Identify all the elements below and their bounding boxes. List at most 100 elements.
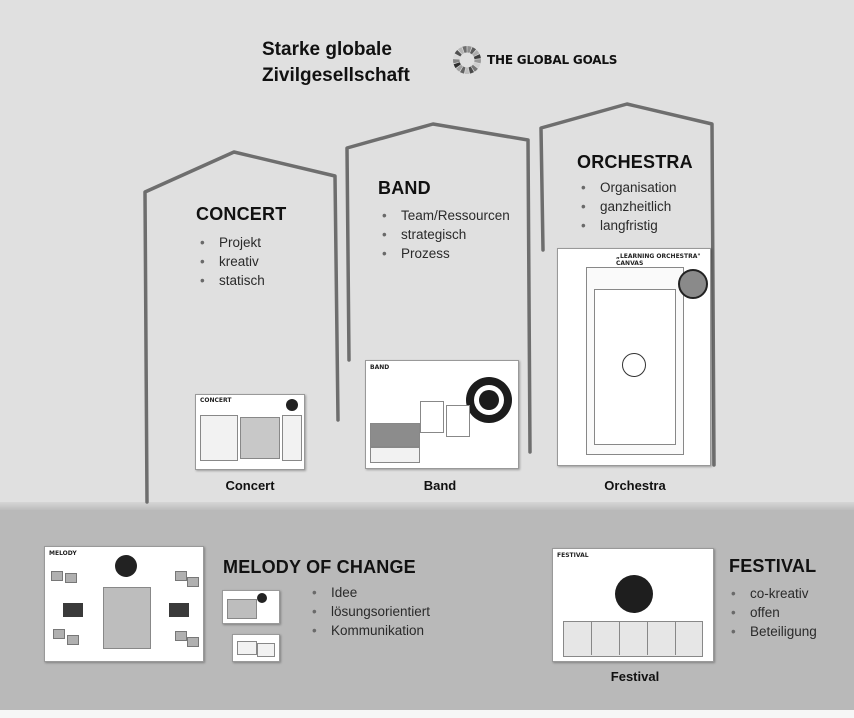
goals-wheel-segment (456, 64, 463, 72)
band-canvas-card (420, 401, 444, 433)
melody-heading: MELODY OF CHANGE (223, 557, 416, 577)
concert-caption: Concert (225, 478, 275, 493)
goals-wheel-segment (469, 47, 477, 55)
band-house-outline (345, 122, 532, 454)
orchestra-house-outline (539, 102, 716, 467)
goals-wheel-segment (453, 59, 460, 64)
goals-wheel-segment (453, 62, 461, 69)
melody-bullet: lösungsorientiert (312, 602, 430, 621)
goals-wheel-segment (453, 54, 461, 60)
orchestra-canvas-corner-circle (678, 269, 708, 299)
page-title: Starke globale Zivilgesellschaft (262, 37, 410, 89)
concert-bullet: statisch (200, 271, 265, 290)
melody-sample-card-dot (257, 593, 267, 603)
festival-canvas-image: FESTIVAL (552, 548, 714, 662)
band-canvas-title: BAND (370, 364, 390, 371)
melody-canvas-image: MELODY (44, 546, 204, 662)
festival-bullet: Beteiligung (731, 622, 817, 641)
melody-canvas-dark-box (169, 603, 189, 617)
concert-canvas-circle (286, 399, 298, 411)
melody-canvas-title: MELODY (49, 550, 77, 557)
band-bullet: Team/Ressourcen (382, 206, 510, 225)
melody-sample-card-fill (237, 641, 257, 655)
goals-wheel-segment (473, 62, 481, 69)
goals-wheel-segment (472, 49, 480, 57)
goals-wheel-segment (457, 47, 465, 55)
concert-heading: CONCERT (196, 204, 287, 224)
sticky-note (65, 573, 77, 583)
band-canvas-image: BAND (365, 360, 519, 469)
orchestra-canvas-image: „LEARNING ORCHESTRA" CANVAS (557, 248, 711, 466)
melody-bullet: Kommunikation (312, 621, 430, 640)
sticky-note (53, 629, 65, 639)
concert-canvas-center (240, 417, 280, 459)
concert-canvas-left (200, 415, 238, 461)
orchestra-canvas-title: „LEARNING ORCHESTRA" CANVAS (616, 253, 701, 267)
bottom-edge (0, 710, 854, 718)
band-bullet: Prozess (382, 244, 510, 263)
sticky-note (187, 637, 199, 647)
concert-bullet: kreativ (200, 252, 265, 271)
festival-bullet-list: co-kreativ offen Beteiligung (731, 584, 817, 641)
sticky-note (51, 571, 63, 581)
festival-canvas-divider (647, 621, 648, 655)
festival-canvas-divider (591, 621, 592, 655)
band-bullet: strategisch (382, 225, 510, 244)
melody-bullet-list: Idee lösungsorientiert Kommunikation (312, 583, 430, 640)
band-canvas-target-core (479, 390, 499, 410)
orchestra-bullet-list: Organisation ganzheitlich langfristig (581, 178, 677, 235)
global-goals-wheel-icon (453, 46, 481, 74)
concert-canvas-image: CONCERT (195, 394, 305, 470)
festival-heading: FESTIVAL (729, 556, 817, 576)
melody-canvas-center (103, 587, 151, 649)
melody-sample-card (222, 590, 280, 624)
goals-wheel-segment (459, 66, 466, 74)
goals-wheel-segment (468, 66, 475, 74)
orchestra-canvas-center-circle (622, 353, 646, 377)
goals-wheel-segment (473, 54, 481, 60)
sticky-note (187, 577, 199, 587)
festival-canvas-divider (675, 621, 676, 655)
global-goals-logo: THE GLOBAL GOALS (452, 45, 617, 75)
goals-wheel-segment (464, 67, 470, 74)
festival-caption: Festival (610, 669, 660, 684)
festival-canvas-title: FESTIVAL (557, 552, 589, 559)
festival-canvas-table (563, 621, 703, 657)
title-line-2: Zivilgesellschaft (262, 65, 410, 86)
festival-canvas-circle (615, 575, 653, 613)
concert-bullet: Projekt (200, 233, 265, 252)
concert-canvas-right (282, 415, 302, 461)
goals-wheel-segment (474, 59, 481, 64)
goals-wheel-segment (454, 49, 462, 57)
concert-house-outline (143, 150, 340, 504)
band-canvas-dark-box (370, 423, 420, 447)
sticky-note (67, 635, 79, 645)
orchestra-bullet: ganzheitlich (581, 197, 677, 216)
band-bullet-list: Team/Ressourcen strategisch Prozess (382, 206, 510, 263)
melody-sample-card (232, 634, 280, 662)
festival-bullet: offen (731, 603, 817, 622)
orchestra-heading: ORCHESTRA (577, 152, 693, 172)
goals-wheel-segment (471, 64, 478, 72)
sticky-note (175, 631, 187, 641)
melody-bullet: Idee (312, 583, 430, 602)
orchestra-bullet: langfristig (581, 216, 677, 235)
festival-canvas-divider (619, 621, 620, 655)
festival-bullet: co-kreativ (731, 584, 817, 603)
band-heading: BAND (378, 178, 431, 198)
goals-wheel-segment (467, 46, 472, 53)
sticky-note (175, 571, 187, 581)
melody-sample-card-fill (227, 599, 257, 619)
melody-canvas-dark-box (63, 603, 83, 617)
title-line-1: Starke globale (262, 39, 392, 60)
band-caption: Band (423, 478, 457, 493)
orchestra-bullet: Organisation (581, 178, 677, 197)
melody-canvas-circle (115, 555, 137, 577)
goals-wheel-segment (462, 46, 467, 53)
band-canvas-card (446, 405, 470, 437)
concert-bullet-list: Projekt kreativ statisch (200, 233, 265, 290)
concert-canvas-title: CONCERT (200, 397, 232, 404)
global-goals-logo-text: THE GLOBAL GOALS (487, 53, 618, 67)
orchestra-caption: Orchestra (604, 478, 666, 493)
